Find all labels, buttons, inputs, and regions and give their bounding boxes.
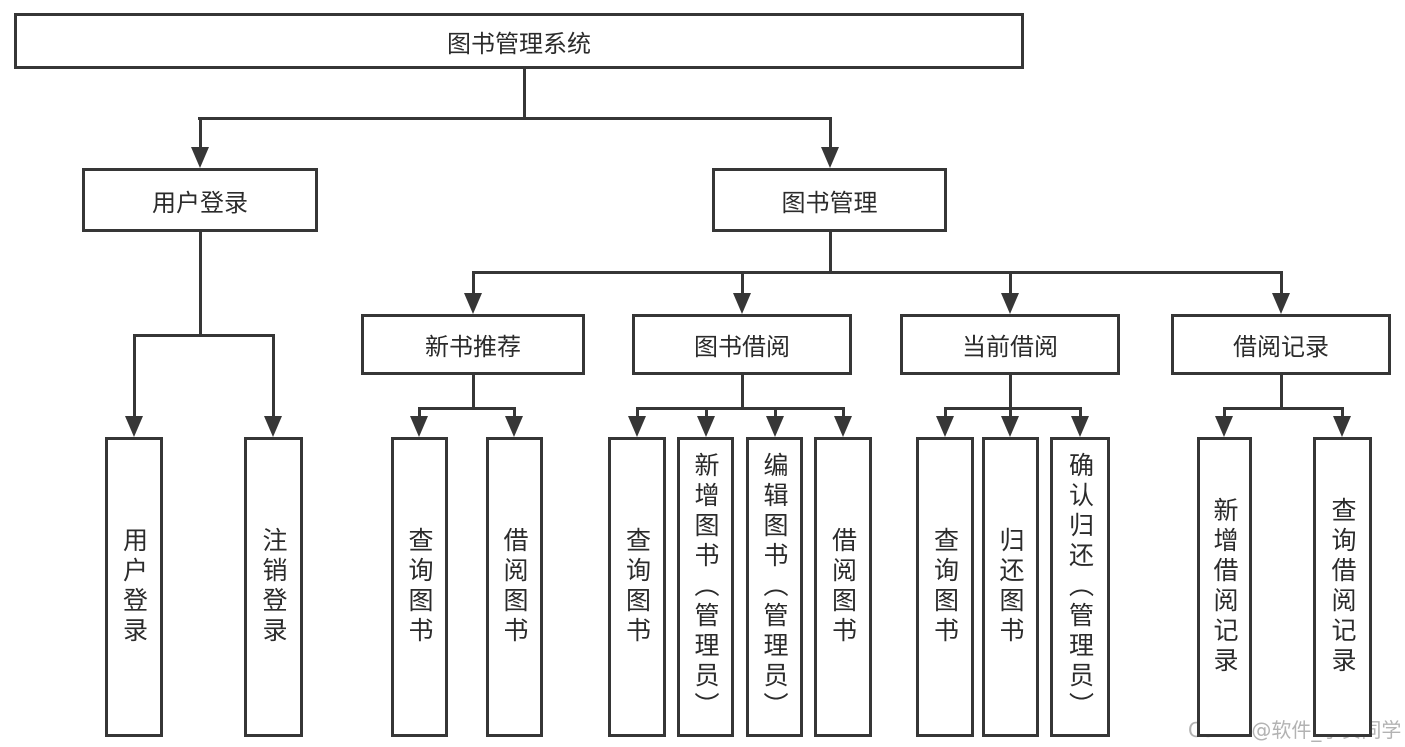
arrow-down-icon [628, 416, 646, 437]
node-logout-leaf: 注销登录 [244, 437, 303, 737]
node-label-query-books-c: 查询图书 [930, 527, 960, 647]
connector-line-vertical [198, 232, 202, 336]
arrow-shaft [1078, 406, 1082, 425]
connector-line-horizontal [471, 270, 1283, 274]
node-label-query-borrow-record: 查询借阅记录 [1328, 497, 1357, 677]
connector-line-vertical [740, 375, 744, 409]
node-user-login-leaf: 用户登录 [105, 437, 163, 737]
node-return-books: 归还图书 [982, 437, 1039, 737]
node-label-add-books-admin: 新增图书（管理员） [691, 452, 720, 722]
connector-line-horizontal [132, 333, 275, 337]
connector-line-vertical [471, 375, 475, 409]
node-label-query-books-a: 查询图书 [405, 527, 434, 647]
arrow-shaft [271, 333, 275, 425]
arrow-shaft [841, 406, 845, 425]
node-label-borrow-books-a: 借阅图书 [500, 527, 529, 647]
node-query-books-b: 查询图书 [608, 437, 666, 737]
arrow-down-icon [1215, 416, 1233, 437]
arrow-down-icon [834, 416, 852, 437]
arrow-down-icon [766, 416, 784, 437]
node-label-query-books-b: 查询图书 [622, 527, 652, 647]
node-book-mgmt: 图书管理 [712, 168, 947, 232]
connector-line-horizontal [197, 116, 832, 120]
node-label-user-login-leaf: 用户登录 [119, 527, 149, 647]
node-book-borrow: 图书借阅 [632, 314, 852, 375]
connector-line-vertical [1008, 375, 1012, 409]
arrow-down-icon [505, 416, 523, 437]
node-query-books-c: 查询图书 [916, 437, 974, 737]
arrow-shaft [704, 406, 708, 425]
connector-line-horizontal [635, 406, 845, 410]
node-root: 图书管理系统 [14, 13, 1024, 69]
arrow-shaft [512, 406, 516, 425]
node-label-logout-leaf: 注销登录 [259, 527, 288, 647]
arrow-down-icon [733, 293, 751, 314]
node-add-books-admin: 新增图书（管理员） [677, 437, 734, 737]
node-borrow-books-b: 借阅图书 [814, 437, 872, 737]
node-label-return-books: 归还图书 [996, 527, 1025, 647]
arrow-down-icon [264, 416, 282, 437]
node-label-edit-books-admin: 编辑图书（管理员） [760, 452, 789, 722]
arrow-shaft [1340, 406, 1344, 425]
node-user-login: 用户登录 [82, 168, 318, 232]
arrow-down-icon [1333, 416, 1351, 437]
node-label-confirm-return-admin: 确认归还（管理员） [1065, 452, 1095, 722]
node-label-user-login: 用户登录 [152, 188, 248, 217]
node-current-borrow: 当前借阅 [900, 314, 1120, 375]
node-label-book-mgmt: 图书管理 [781, 188, 878, 217]
node-query-books-a: 查询图书 [391, 437, 448, 737]
arrow-down-icon [1001, 416, 1019, 437]
arrow-down-icon [1272, 293, 1290, 314]
arrow-shaft [828, 116, 832, 156]
node-new-book-rec: 新书推荐 [361, 314, 585, 375]
connector-line-horizontal [1222, 406, 1344, 410]
connector-line-horizontal [417, 406, 516, 410]
arrow-down-icon [697, 416, 715, 437]
connector-line-vertical [828, 232, 832, 273]
node-label-new-book-rec: 新书推荐 [425, 333, 521, 361]
arrow-shaft [943, 406, 947, 425]
arrow-down-icon [191, 147, 209, 168]
arrow-shaft [417, 406, 421, 425]
arrow-down-icon [125, 416, 143, 437]
node-label-borrow-records: 借阅记录 [1233, 333, 1329, 361]
node-edit-books-admin: 编辑图书（管理员） [746, 437, 803, 737]
arrow-shaft [198, 116, 202, 156]
arrow-shaft [740, 270, 744, 302]
connector-line-horizontal [943, 406, 1082, 410]
arrow-shaft [1279, 270, 1283, 302]
arrow-shaft [1008, 270, 1012, 302]
arrow-shaft [635, 406, 639, 425]
connector-line-vertical [1279, 375, 1283, 409]
node-label-add-borrow-record: 新增借阅记录 [1210, 497, 1239, 677]
arrow-down-icon [821, 147, 839, 168]
node-label-borrow-books-b: 借阅图书 [828, 527, 858, 647]
arrow-down-icon [1001, 293, 1019, 314]
arrow-down-icon [936, 416, 954, 437]
arrow-down-icon [410, 416, 428, 437]
node-confirm-return-admin: 确认归还（管理员） [1050, 437, 1110, 737]
arrow-shaft [132, 333, 136, 425]
arrow-down-icon [1071, 416, 1089, 437]
node-add-borrow-record: 新增借阅记录 [1197, 437, 1252, 737]
arrow-shaft [471, 270, 475, 302]
node-label-book-borrow: 图书借阅 [694, 333, 790, 361]
arrow-shaft [1008, 406, 1012, 425]
node-label-current-borrow: 当前借阅 [962, 333, 1058, 361]
connector-line-vertical [522, 69, 526, 119]
node-borrow-books-a: 借阅图书 [486, 437, 543, 737]
arrow-shaft [773, 406, 777, 425]
arrow-down-icon [464, 293, 482, 314]
arrow-shaft [1222, 406, 1226, 425]
node-label-root: 图书管理系统 [447, 29, 591, 58]
node-borrow-records: 借阅记录 [1171, 314, 1391, 375]
node-query-borrow-record: 查询借阅记录 [1313, 437, 1372, 737]
